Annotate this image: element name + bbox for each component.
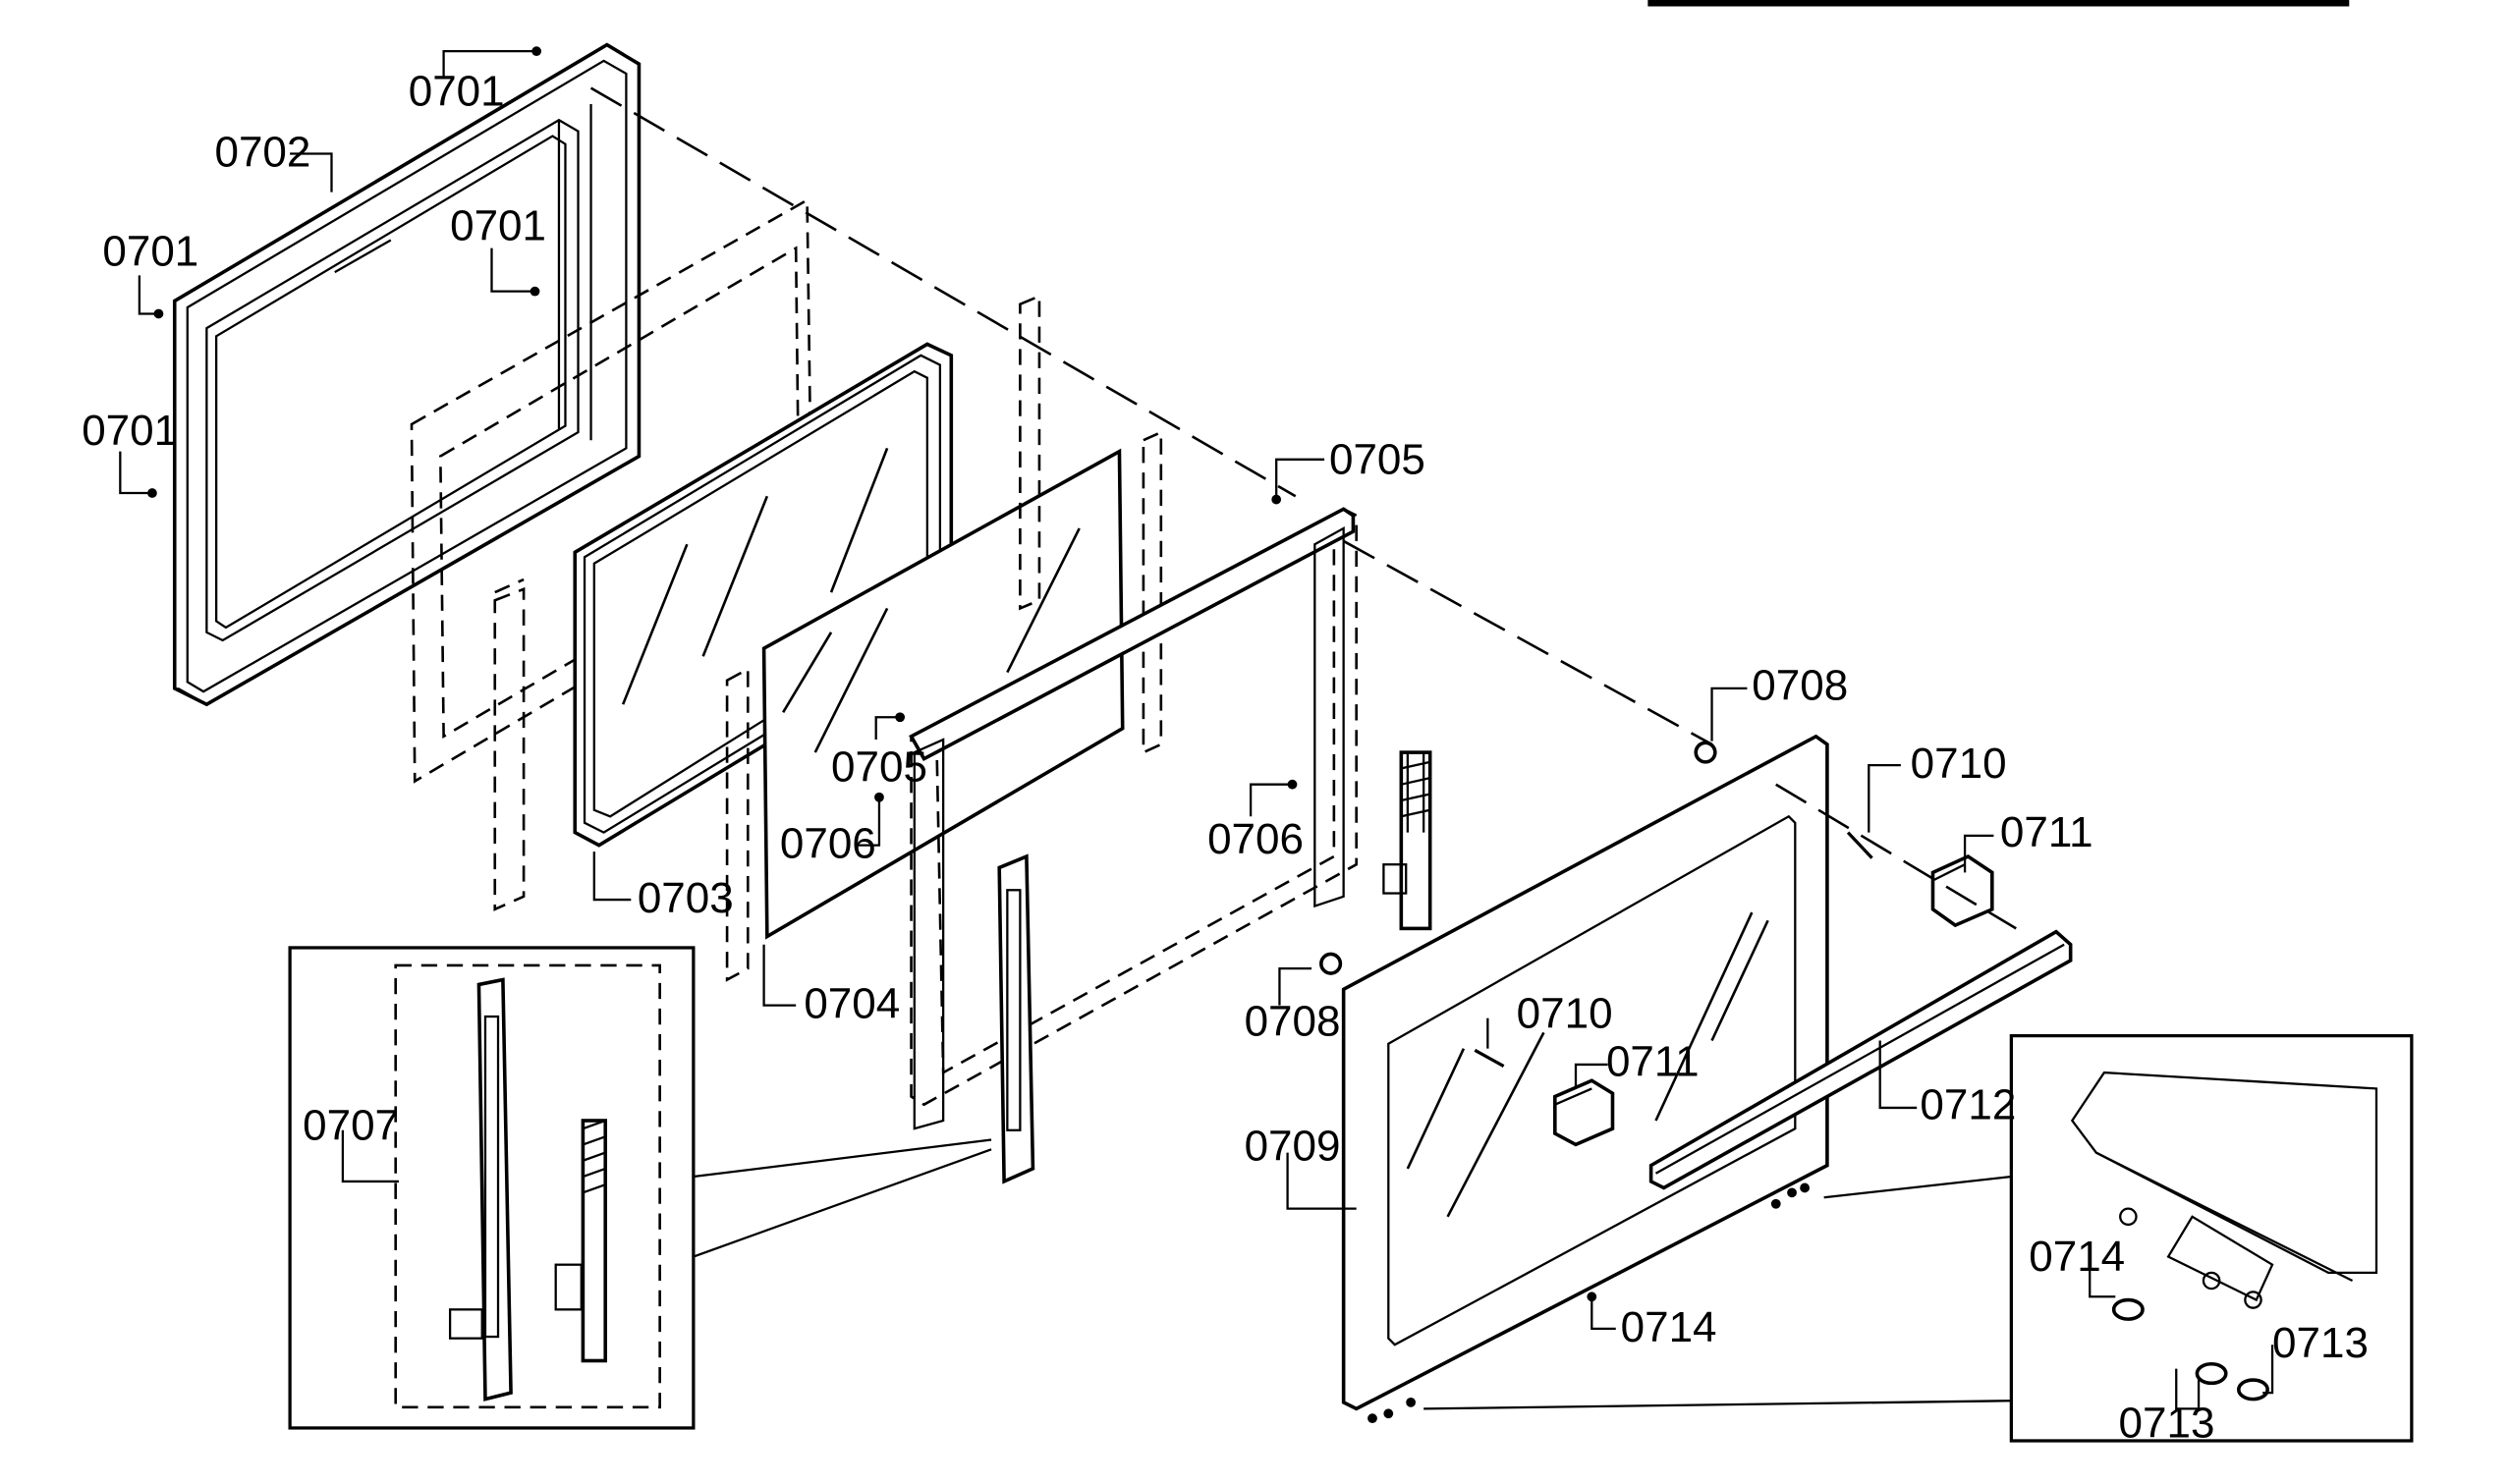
callout-0711-top: 0711: [2000, 808, 2093, 856]
assembly-lines: [589, 86, 2017, 930]
callout-0706-right: 0706: [1207, 815, 1304, 863]
leader-lines: [119, 46, 2274, 1424]
callout-0702: 0702: [215, 129, 311, 177]
callout-0714-inset: 0714: [2029, 1233, 2125, 1281]
buffer-upper: [1694, 741, 1717, 764]
callout-0713-bottom: 0713: [2119, 1400, 2215, 1448]
buffer-lower: [1319, 952, 1343, 975]
callout-0708-top: 0708: [1752, 661, 1848, 709]
callout-0705-mid: 0705: [831, 742, 927, 791]
hinge-left: [997, 853, 1035, 1184]
callout-0708-bottom: 0708: [1245, 998, 1341, 1046]
callout-0705-top: 0705: [1329, 435, 1425, 483]
handle-mount-upper: [1930, 853, 1994, 928]
callout-0711-bottom: 0711: [1606, 1037, 1700, 1085]
pin-upper: [1846, 831, 1873, 859]
callout-0701-left: 0701: [102, 228, 198, 276]
callout-0714-door: 0714: [1621, 1303, 1717, 1351]
handle-mount-lower: [1553, 1078, 1615, 1147]
outer-door-frame: [172, 42, 642, 707]
callout-0712: 0712: [1920, 1080, 2016, 1128]
callout-0703: 0703: [638, 874, 734, 922]
inner-door-frame: [909, 507, 1358, 1130]
callout-0701-top: 0701: [409, 68, 505, 116]
callout-0707: 0707: [303, 1102, 399, 1150]
hinge-detail-inset: [288, 946, 992, 1430]
fastener-detail-inset: [1423, 1033, 2414, 1443]
pin-lower: [1474, 1048, 1505, 1068]
callout-labels: 0701 0702 0701 0701 0701 0703 0704 0705 …: [82, 68, 2369, 1448]
callout-0706-left: 0706: [780, 820, 876, 868]
hinge-right: [1382, 750, 1432, 931]
callout-0709: 0709: [1245, 1123, 1341, 1171]
callout-0713-right: 0713: [2272, 1319, 2369, 1367]
callout-0704: 0704: [804, 980, 900, 1028]
callout-0710-bottom: 0710: [1517, 989, 1613, 1037]
glass-pane: [761, 448, 1125, 940]
callout-0701-right: 0701: [450, 201, 546, 249]
outer-glass-door: [1341, 734, 1829, 1411]
side-strips: [725, 294, 1163, 982]
callout-0710-top: 0710: [1911, 740, 2007, 788]
door-handle: [1648, 929, 2073, 1190]
callout-0701-lower: 0701: [82, 407, 178, 455]
